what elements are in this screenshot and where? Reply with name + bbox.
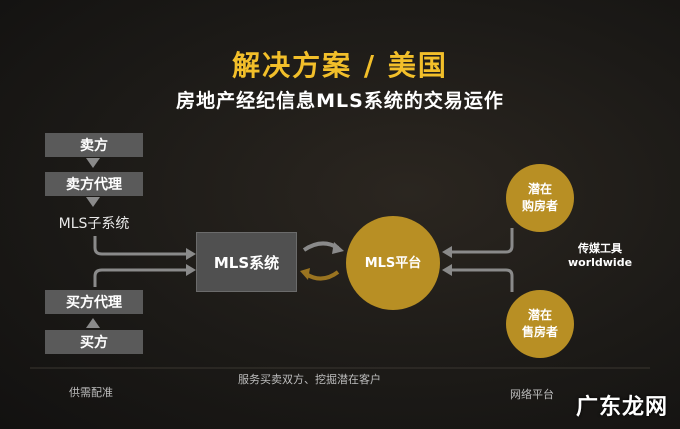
node-seller-agent: 卖方代理 bbox=[45, 172, 143, 196]
arrow-agent-to-subsystem bbox=[86, 197, 100, 207]
caption-left: 供需配准 bbox=[69, 386, 113, 399]
node-buyer-agent: 买方代理 bbox=[45, 290, 143, 314]
caption-middle: 服务买卖双方、挖掘潜在客户 bbox=[238, 373, 381, 386]
arrow-sellers-to-platform bbox=[452, 268, 514, 292]
site-watermark: 广东龙网 bbox=[575, 395, 668, 420]
arrow-buyeragent-to-mls-head bbox=[186, 264, 196, 276]
node-seller: 卖方 bbox=[45, 133, 143, 157]
arrow-buyer-to-agent bbox=[86, 318, 100, 328]
arrow-seller-to-agent bbox=[86, 158, 100, 168]
arrow-subsystem-to-mls-head bbox=[186, 248, 196, 260]
node-mls-platform: MLS平台 bbox=[346, 216, 440, 310]
arrow-buyeragent-to-mls bbox=[93, 268, 186, 287]
node-mls-subsystem: MLS子系统 bbox=[58, 216, 130, 232]
arrow-platform-to-system bbox=[304, 270, 340, 281]
node-potential-sellers: 潜在 售房者 bbox=[506, 290, 574, 358]
node-potential-buyers: 潜在 购房者 bbox=[506, 164, 574, 232]
node-mls-system: MLS系统 bbox=[196, 232, 297, 292]
caption-right: 网络平台 bbox=[510, 388, 554, 401]
page-title: 解决方案 / 美国 bbox=[232, 49, 448, 82]
node-buyer: 买方 bbox=[45, 330, 143, 354]
arrow-subsystem-to-mls bbox=[93, 236, 186, 256]
media-tools-label: 传媒工具 worldwide bbox=[567, 242, 633, 269]
page-subtitle: 房地产经纪信息MLS系统的交易运作 bbox=[176, 90, 504, 112]
arrow-buyers-to-platform bbox=[452, 228, 514, 254]
